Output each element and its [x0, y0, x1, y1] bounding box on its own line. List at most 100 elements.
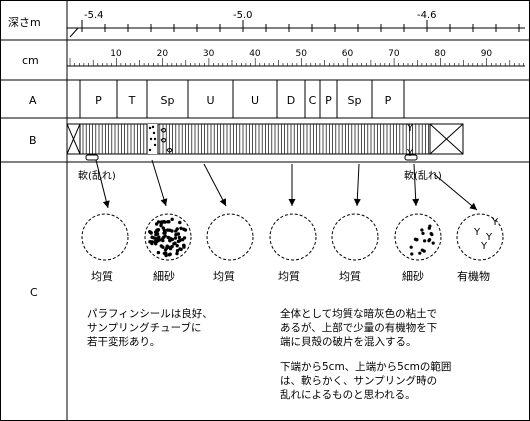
cm-tick-label: 20	[157, 49, 169, 59]
cm-axis-ticks	[69, 58, 525, 66]
sand-grain	[422, 249, 426, 253]
sand-grain	[167, 245, 171, 249]
pointer-arrow	[95, 159, 109, 209]
arrow-head	[288, 199, 296, 206]
sand-grain	[159, 223, 163, 228]
sample-circle	[144, 213, 192, 261]
sand-grain	[168, 252, 172, 256]
depth-tick-label: -5.0	[233, 10, 253, 21]
organic-fragment-icon: Y	[491, 217, 499, 228]
sand-grain	[175, 244, 179, 248]
layer-label: P	[385, 94, 392, 107]
sample-label: 均質	[278, 269, 300, 283]
sand-grain	[423, 239, 427, 243]
sample-circle	[206, 213, 254, 261]
cm-tick-label: 10	[110, 49, 122, 59]
sand-grain	[179, 247, 183, 252]
layer-label: Sp	[161, 94, 175, 107]
cm-tick-label: 70	[388, 49, 400, 59]
sand-grain	[173, 236, 178, 240]
pointer-arrow	[203, 163, 227, 207]
cm-tick-label: 40	[249, 49, 261, 59]
arrow-head	[102, 200, 110, 208]
organic-marker: Y	[406, 148, 414, 159]
sand-grain	[176, 232, 181, 236]
sand-grain	[175, 227, 179, 231]
sand-grain	[155, 239, 159, 243]
depth-tick-label: -4.6	[417, 10, 437, 21]
sand-grain	[175, 251, 179, 256]
sand-grain	[409, 245, 413, 249]
sand-grain	[431, 241, 435, 245]
sand-grain	[428, 238, 432, 242]
cm-tick-label: 60	[342, 49, 354, 59]
layer-label: C	[309, 94, 317, 107]
note-left-line: サンプリングチューブに	[87, 321, 202, 334]
depth-row-label: 深さm	[8, 16, 41, 29]
sample-arrows	[95, 159, 478, 211]
sample-label: 有機物	[457, 269, 490, 283]
note-right-line: あるが、上部で少量の有機物を下	[280, 321, 437, 334]
sand-grain	[161, 245, 165, 249]
sample-circle	[269, 213, 317, 261]
layer-label: P	[325, 94, 332, 107]
pointer-arrow	[413, 163, 417, 207]
sand-grain	[176, 239, 181, 244]
sand-grain	[421, 231, 425, 235]
sand-grain	[413, 237, 417, 241]
cm-tick-label: 80	[434, 49, 446, 59]
c-row-label: C	[30, 286, 38, 299]
sand-dot	[148, 148, 152, 152]
sand-grain	[166, 220, 170, 224]
pointer-arrow	[433, 173, 478, 211]
cm-tick-label: 30	[203, 49, 215, 59]
cm-tick-label: 50	[296, 49, 308, 59]
sand-grain	[418, 251, 422, 255]
sand-grain	[162, 235, 166, 239]
sand-grain	[179, 226, 183, 230]
sand-grain	[161, 226, 165, 230]
depth-axis-ticks	[81, 20, 520, 32]
shell-fragment-icon	[166, 148, 173, 153]
layer-label: D	[287, 94, 295, 107]
sand-grain	[172, 242, 176, 246]
sample-circle	[456, 213, 504, 261]
note-right-line: 全体として均質な暗灰色の粘土で	[280, 307, 437, 320]
sand-grain	[420, 228, 424, 232]
sand-grain	[177, 235, 182, 240]
organic-fragment-icon: Y	[485, 232, 493, 243]
sand-grain	[165, 246, 169, 250]
shell-fragment-icon	[160, 128, 167, 133]
sand-dot	[152, 131, 156, 135]
depth-tick-label: -5.4	[84, 10, 104, 21]
sand-grain	[163, 220, 167, 224]
sand-grain	[175, 249, 180, 253]
note-right-line: は、軟らかく、サンプリング時の	[280, 374, 437, 387]
sand-grain	[168, 228, 172, 232]
sand-grain	[155, 228, 159, 232]
sand-grain	[148, 230, 152, 234]
layer-label: T	[128, 94, 136, 107]
disturbed-marker	[404, 154, 418, 161]
sand-grain	[182, 227, 186, 231]
cm-row-label: cm	[22, 54, 39, 67]
arrow-head	[219, 198, 226, 206]
pointer-arrow	[356, 163, 360, 207]
sand-grain	[148, 240, 152, 244]
cm-axis-labels: 10 20 30 40 50 60 70 80 90	[110, 49, 492, 59]
sand-grain	[170, 244, 174, 249]
sand-grain	[154, 222, 159, 226]
sample-label: 細砂	[402, 270, 424, 283]
sand-grain	[164, 253, 168, 258]
sample-circle	[81, 213, 129, 261]
sample-label: 細砂	[153, 270, 175, 283]
sample-circle	[394, 213, 442, 261]
sand-grain	[427, 226, 431, 230]
cm-tick-label: 90	[481, 49, 493, 59]
layer-label: U	[251, 94, 259, 107]
note-right-line: 乱れによるものと思われる。	[280, 389, 416, 401]
layer-label: P	[95, 94, 102, 107]
